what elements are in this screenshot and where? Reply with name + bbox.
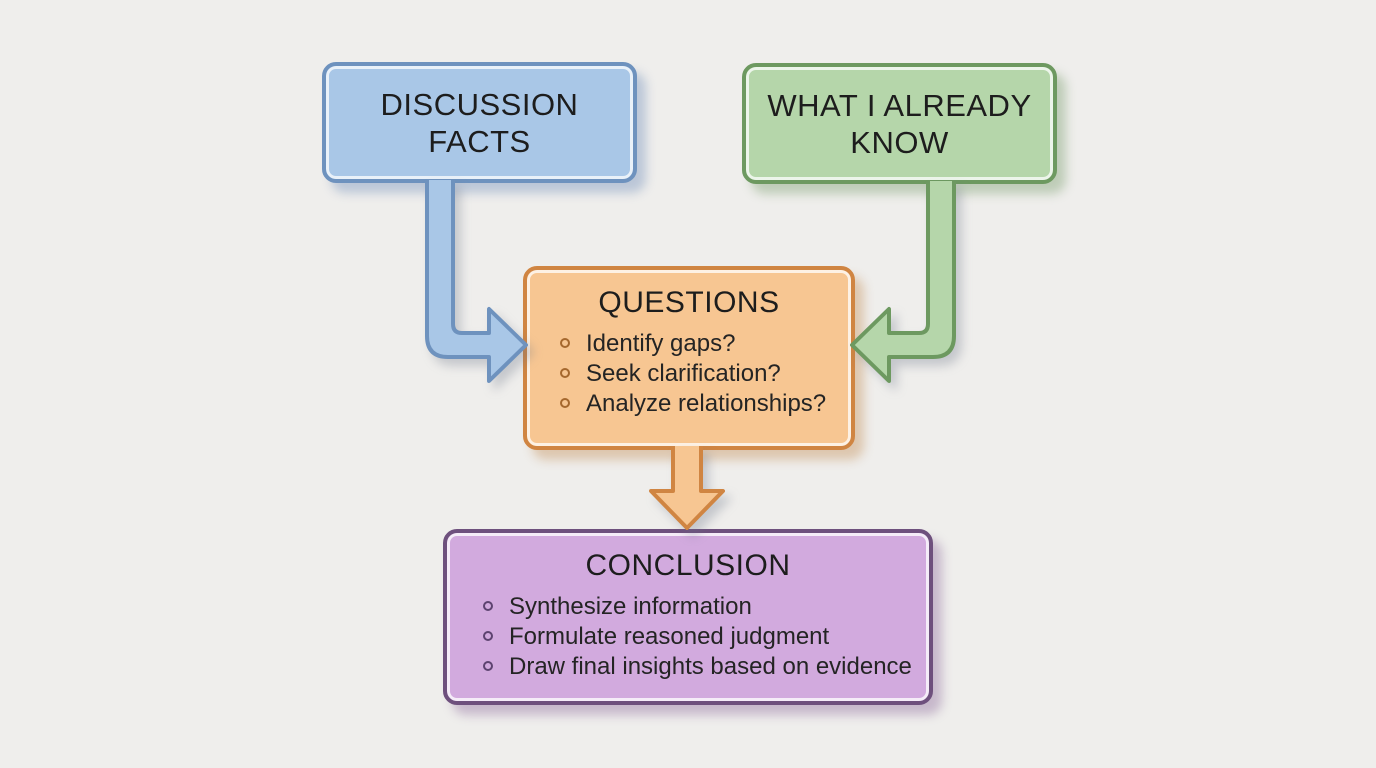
conclusion-box: CONCLUSION Synthesize information Formul… (443, 529, 933, 705)
conclusion-bullet-list: Synthesize information Formulate reasone… (447, 592, 929, 682)
list-item: Draw final insights based on evidence (483, 652, 929, 682)
bullet-circle-icon (483, 661, 493, 671)
conclusion-bullet-text: Draw final insights based on evidence (509, 653, 912, 680)
list-item: Formulate reasoned judgment (483, 622, 929, 652)
bullet-circle-icon (560, 398, 570, 408)
what-i-already-know-title-line1: WHAT I ALREADY (767, 87, 1032, 123)
bullet-circle-icon (560, 338, 570, 348)
questions-title: QUESTIONS (598, 286, 780, 319)
what-i-already-know-title-line2: KNOW (850, 124, 949, 160)
questions-bullet-text: Analyze relationships? (586, 390, 827, 417)
questions-box: QUESTIONS Identify gaps? Seek clarificat… (523, 266, 855, 450)
arrow-know-to-questions-icon (850, 181, 956, 383)
bullet-circle-icon (483, 631, 493, 641)
discussion-facts-box: DISCUSSION FACTS (322, 62, 637, 183)
conclusion-bullet-text: Formulate reasoned judgment (509, 623, 830, 650)
discussion-facts-title-line1: DISCUSSION (380, 86, 579, 122)
questions-bullet-text: Seek clarification? (586, 360, 781, 387)
conclusion-bullet-text: Synthesize information (509, 593, 752, 620)
questions-bullet-text: Identify gaps? (586, 330, 736, 357)
arrow-questions-to-conclusion-icon (649, 446, 725, 530)
list-item: Seek clarification? (560, 359, 851, 389)
list-item: Analyze relationships? (560, 389, 851, 419)
bullet-circle-icon (560, 368, 570, 378)
questions-bullet-list: Identify gaps? Seek clarification? Analy… (527, 329, 851, 419)
what-i-already-know-box: WHAT I ALREADY KNOW (742, 63, 1057, 184)
discussion-facts-title-line2: FACTS (428, 123, 531, 159)
list-item: Synthesize information (483, 592, 929, 622)
conclusion-title: CONCLUSION (585, 549, 791, 582)
list-item: Identify gaps? (560, 329, 851, 359)
bullet-circle-icon (483, 601, 493, 611)
arrow-discussion-to-questions-icon (425, 180, 528, 383)
